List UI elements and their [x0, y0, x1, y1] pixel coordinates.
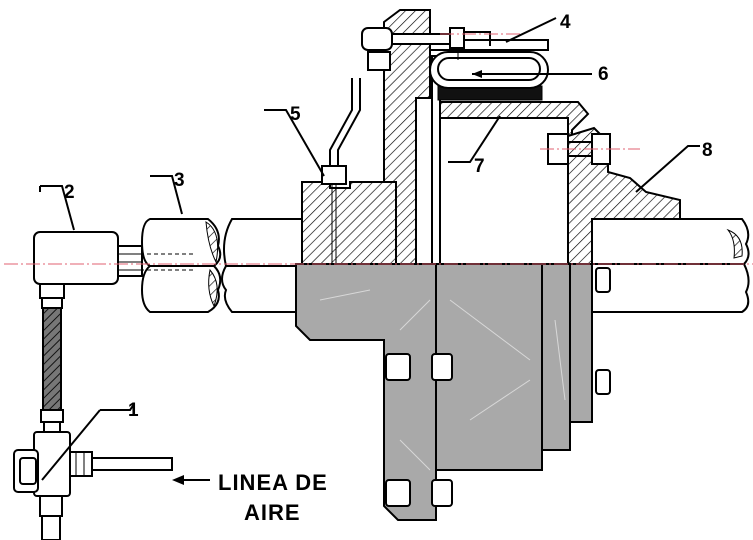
- callout-6: 6: [472, 64, 609, 85]
- callout-2-label: 2: [64, 182, 75, 203]
- coupling-lower-section: [295, 263, 611, 521]
- callout-5-label: 5: [290, 104, 301, 125]
- callout-2: 2: [39, 182, 75, 231]
- rotary-joint: [33, 231, 143, 285]
- callout-1-label: 1: [128, 400, 139, 421]
- callout-8: 8: [635, 140, 713, 193]
- air-hose: [39, 283, 65, 433]
- coupling-upper-section: [301, 9, 681, 265]
- callout-4-label: 4: [560, 12, 571, 33]
- callout-7: 7: [448, 115, 501, 177]
- callout-8-label: 8: [702, 140, 713, 161]
- air-line-label-line2: AIRE: [244, 500, 301, 525]
- shaft-right: [591, 218, 750, 313]
- center-lines: [4, 33, 753, 265]
- callout-1: 1: [41, 400, 139, 481]
- air-line-label: LINEA DE AIRE: [172, 470, 328, 525]
- air-line-label-line1: LINEA DE: [218, 470, 328, 495]
- callout-3-label: 3: [174, 170, 185, 191]
- callout-7-label: 7: [474, 156, 485, 177]
- callout-6-label: 6: [598, 64, 609, 85]
- rotary-union-body: [126, 218, 222, 313]
- quick-release-valve: [13, 431, 173, 540]
- callout-4: 4: [505, 12, 571, 43]
- callout-5: 5: [264, 104, 325, 177]
- air-pipe: [321, 27, 491, 264]
- callout-3: 3: [150, 170, 185, 215]
- shaft-left: [221, 218, 303, 313]
